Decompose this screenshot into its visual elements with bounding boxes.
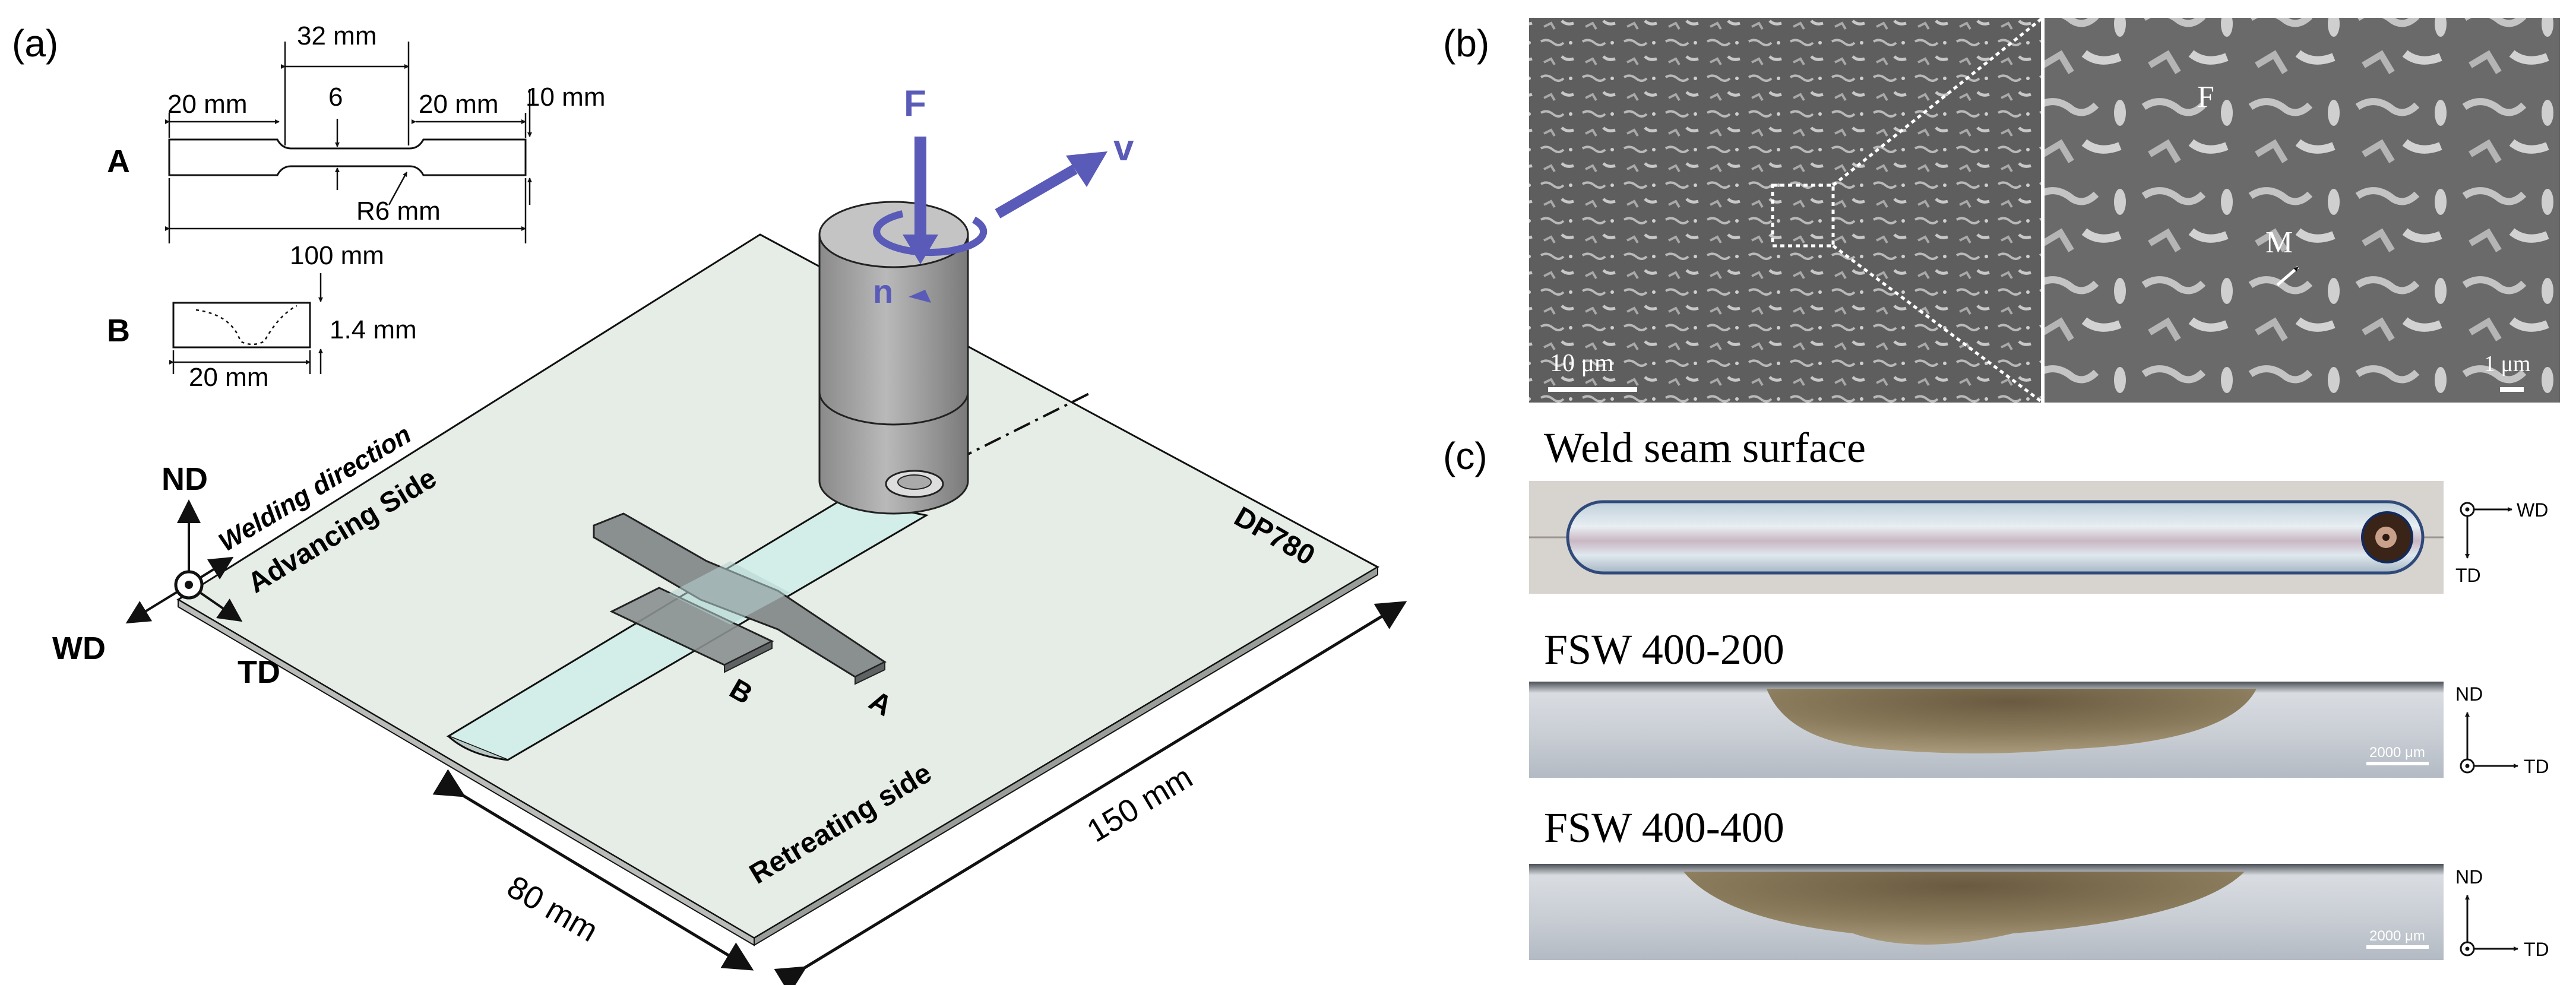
dim-150mm: 150 mm <box>1081 759 1198 849</box>
force-label: F <box>904 83 926 124</box>
dim-100mm: 100 mm <box>290 241 384 270</box>
axis-wd: WD <box>52 631 106 666</box>
axis-nd: ND <box>162 461 208 497</box>
tool-cylinder <box>818 201 969 515</box>
cross1-scale: 2000 μm <box>2369 745 2425 761</box>
plate-dimensions <box>432 601 1407 985</box>
panel-label-b: (b) <box>1443 22 1489 65</box>
cross1-axes <box>2460 712 2518 774</box>
velocity-label: v <box>1113 128 1134 169</box>
surface-title: Weld seam surface <box>1544 424 1866 471</box>
tool-arrows <box>873 137 1107 303</box>
dim-20mm-left: 20 mm <box>167 90 247 119</box>
dim-80mm: 80 mm <box>501 869 604 948</box>
cross2-title: FSW 400-400 <box>1544 804 1784 851</box>
cross2-axes <box>2460 895 2518 957</box>
surface-axes <box>2460 502 2512 559</box>
dim-1-4mm: 1.4 mm <box>330 315 417 344</box>
specimen-b-drawing <box>169 273 323 374</box>
dim-10mm: 10 mm <box>526 83 605 112</box>
cross1-title: FSW 400-200 <box>1544 626 1784 673</box>
surface-axis-wd: WD <box>2517 499 2548 521</box>
dim-20mm-b: 20 mm <box>189 363 268 392</box>
cross2-axis-td: TD <box>2524 939 2549 960</box>
cross2-scale: 2000 μm <box>2369 928 2425 944</box>
specimen-b-label: B <box>107 313 130 349</box>
specimen-a-label: A <box>107 144 130 179</box>
dim-20mm-right: 20 mm <box>419 90 498 119</box>
axis-td: TD <box>238 654 280 690</box>
dim-6: 6 <box>328 83 343 112</box>
panel-label-a: (a) <box>12 22 58 65</box>
dim-r6: R6 mm <box>356 197 441 226</box>
specimen-a-drawing <box>165 42 532 243</box>
panel-label-c: (c) <box>1443 435 1488 477</box>
cross2-axis-nd: ND <box>2455 866 2483 888</box>
cross2-image <box>1529 864 2444 960</box>
cross1-axis-nd: ND <box>2455 683 2483 705</box>
weld-surface-image <box>1529 481 2444 594</box>
sem-scale-right: 1 μm <box>2484 351 2530 376</box>
cross1-image <box>1529 682 2444 778</box>
surface-axis-td: TD <box>2455 565 2481 586</box>
sem-label-f: F <box>2197 80 2214 114</box>
rotation-label: n <box>873 273 893 310</box>
cross1-axis-td: TD <box>2524 756 2549 777</box>
sem-micrograph <box>1529 17 2560 404</box>
sem-scale-left: 10 μm <box>1550 350 1614 377</box>
sem-label-m: M <box>2265 226 2293 259</box>
dim-32mm: 32 mm <box>297 21 376 50</box>
axes-indicator <box>125 499 243 624</box>
